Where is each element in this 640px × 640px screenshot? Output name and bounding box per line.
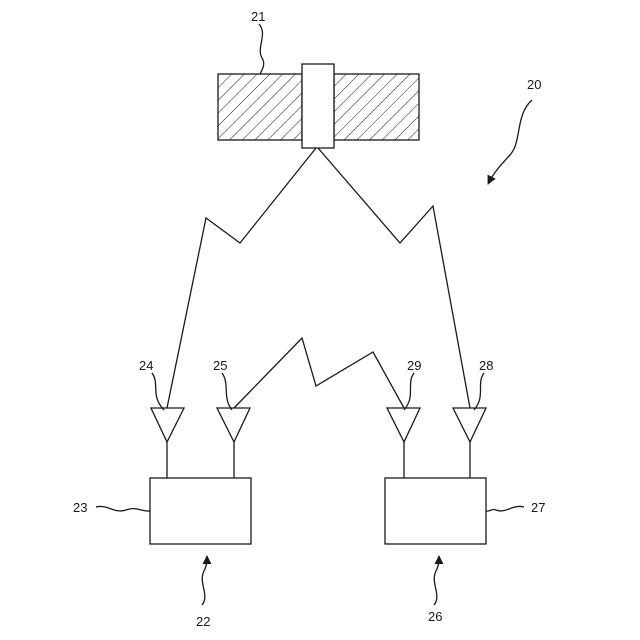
leader-line-28 bbox=[474, 373, 484, 410]
label-antenna-28: 28 bbox=[479, 358, 493, 373]
label-station-right: 26 bbox=[428, 609, 442, 624]
label-antenna-24: 24 bbox=[139, 358, 153, 373]
pointer-arrow-26 bbox=[434, 556, 439, 605]
satellite-link-left bbox=[167, 148, 316, 408]
leader-line-27 bbox=[486, 506, 524, 511]
label-unit-right: 27 bbox=[531, 500, 545, 515]
leader-line-24 bbox=[152, 373, 164, 410]
satellite-body bbox=[302, 64, 334, 148]
leader-line-21 bbox=[259, 24, 264, 74]
satellite-solar-panel-left bbox=[218, 74, 302, 140]
satellite-link-right bbox=[318, 148, 470, 408]
leader-line-23 bbox=[96, 506, 150, 511]
label-antenna-25: 25 bbox=[213, 358, 227, 373]
pointer-arrow-22 bbox=[202, 556, 207, 605]
antenna-24 bbox=[151, 408, 184, 478]
label-system: 20 bbox=[527, 77, 541, 92]
leader-line-29 bbox=[404, 373, 414, 410]
pointer-arrow-20 bbox=[488, 100, 532, 184]
antenna-25 bbox=[217, 408, 250, 478]
label-satellite: 21 bbox=[251, 9, 265, 24]
antenna-28 bbox=[453, 408, 486, 478]
satellite-solar-panel-right bbox=[334, 74, 419, 140]
inter-station-link bbox=[234, 338, 404, 408]
leader-line-25 bbox=[222, 373, 232, 410]
label-antenna-29: 29 bbox=[407, 358, 421, 373]
label-unit-left: 23 bbox=[73, 500, 87, 515]
ground-unit-right bbox=[385, 478, 486, 544]
satellite bbox=[218, 64, 419, 148]
label-station-left: 22 bbox=[196, 614, 210, 629]
ground-unit-left bbox=[150, 478, 251, 544]
antenna-29 bbox=[387, 408, 420, 478]
